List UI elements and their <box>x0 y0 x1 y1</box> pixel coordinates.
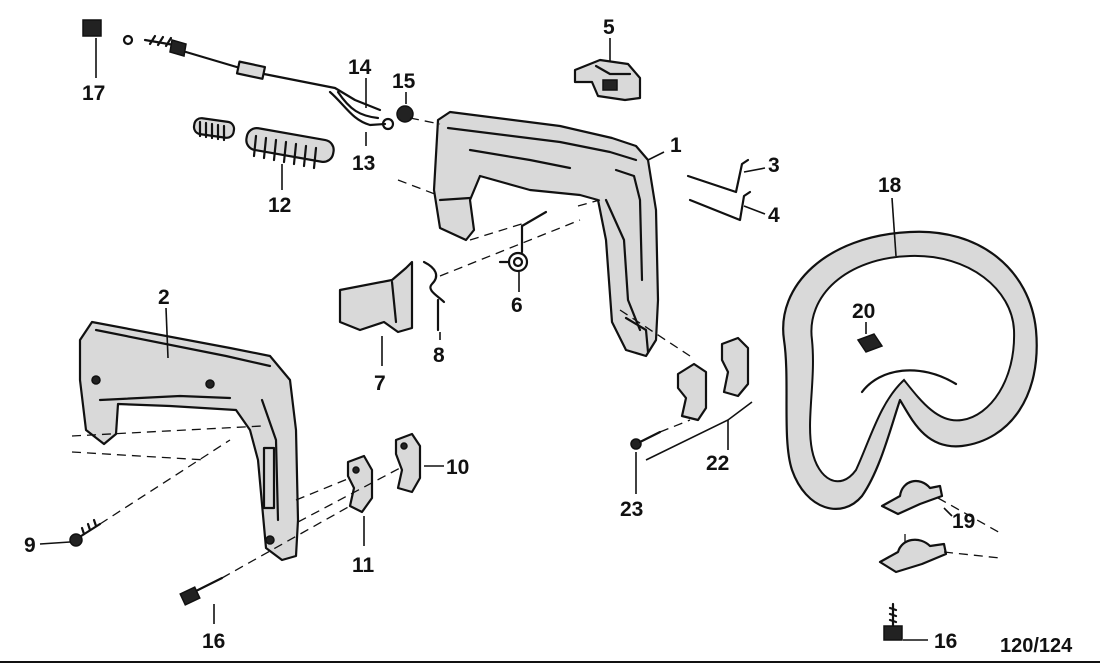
callout-2: 2 <box>158 286 170 309</box>
callout-labels: 1 2 3 4 5 6 7 8 9 10 11 12 13 14 15 16 1… <box>24 16 1073 657</box>
part-15-grommet <box>396 105 414 123</box>
callout-11: 11 <box>352 554 375 577</box>
part-16-bolt-left <box>179 576 224 606</box>
part-2-front-handle <box>78 320 300 562</box>
callout-19: 19 <box>952 510 975 533</box>
part-20-nut <box>856 333 884 353</box>
part-14-wire <box>328 90 395 131</box>
callout-9: 9 <box>24 534 36 557</box>
callout-18: 18 <box>878 174 902 197</box>
callout-12: 12 <box>268 194 291 217</box>
part-19-clamps <box>878 479 948 574</box>
callout-23: 23 <box>620 498 643 521</box>
part-1-rear-handle <box>432 110 660 358</box>
part-23-screw <box>630 430 662 450</box>
callout-7: 7 <box>374 372 386 395</box>
callout-15: 15 <box>392 70 416 93</box>
part-17-nut <box>82 19 102 37</box>
callout-17: 17 <box>82 82 105 105</box>
assembly-lines <box>71 117 1003 579</box>
callout-10: 10 <box>446 456 469 479</box>
part-16-bolt-right <box>883 602 903 641</box>
callout-14: 14 <box>348 56 372 79</box>
callout-4: 4 <box>768 204 780 227</box>
part-10-11-clamps <box>346 432 422 514</box>
callout-20: 20 <box>852 300 875 323</box>
callout-22: 22 <box>706 452 729 475</box>
part-5-trigger-housing <box>573 58 642 102</box>
callout-5: 5 <box>603 16 615 39</box>
part-12-springs <box>192 117 335 170</box>
callout-3: 3 <box>768 154 780 177</box>
part-6-spring <box>498 210 548 273</box>
callout-6: 6 <box>511 294 523 317</box>
part-3-4-rods <box>686 158 752 222</box>
callout-16-right: 16 <box>934 630 957 653</box>
part-8-spring <box>422 260 446 332</box>
part-9-screw <box>69 518 102 547</box>
callout-16-left: 16 <box>202 630 225 653</box>
callout-1: 1 <box>670 134 682 157</box>
part-7-trigger <box>338 260 414 334</box>
part-18-loop-handle <box>782 230 1038 510</box>
callout-8: 8 <box>433 344 445 367</box>
leader-lines <box>39 38 953 641</box>
part-22-clamp <box>676 336 750 422</box>
figure-code: 120/124 <box>1000 635 1073 657</box>
part-throttle-cable <box>122 34 382 112</box>
callout-13: 13 <box>352 152 375 175</box>
